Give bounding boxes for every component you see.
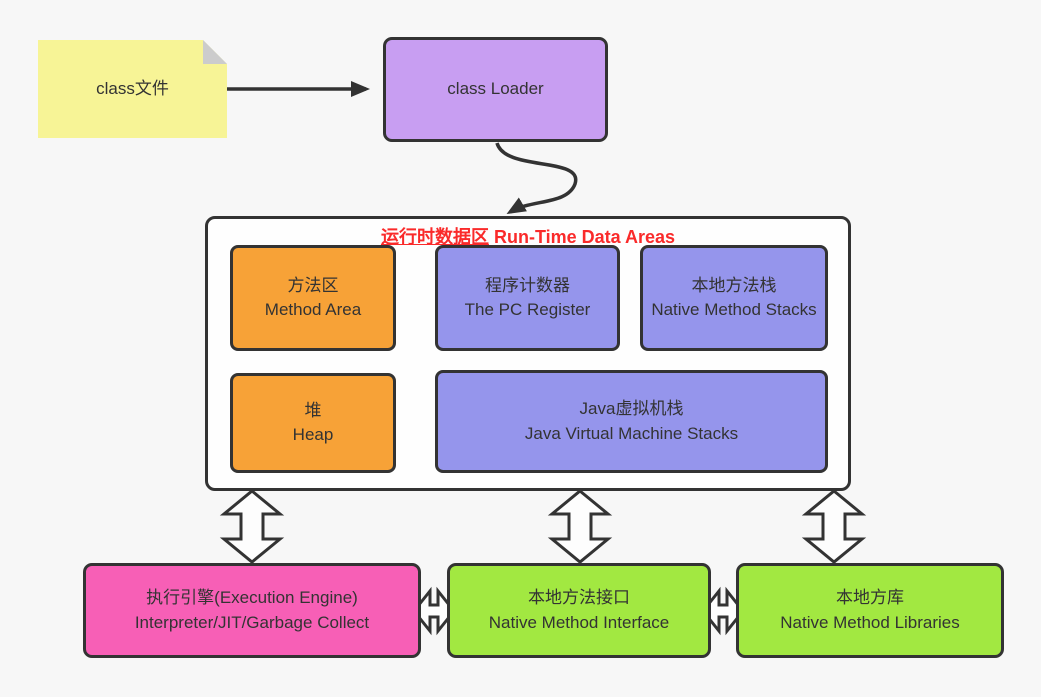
class-file-label: class文件 <box>96 78 169 98</box>
pc-register-node: 程序计数器 The PC Register <box>435 245 620 351</box>
execution-engine-node: 执行引擎(Execution Engine) Interpreter/JIT/G… <box>83 563 421 658</box>
jvm-stacks-label: Java虚拟机栈 Java Virtual Machine Stacks <box>524 399 739 443</box>
execution-engine-label: 执行引擎(Execution Engine) Interpreter/JIT/G… <box>134 588 370 632</box>
runtime-interface-double-arrow-icon <box>547 489 613 564</box>
class-loader-label: class Loader <box>447 79 544 99</box>
method-area-label: 方法区 Method Area <box>264 275 362 319</box>
pc-register-label: 程序计数器 The PC Register <box>464 275 591 319</box>
method-area-node: 方法区 Method Area <box>230 245 396 351</box>
loader-to-runtime-curved-arrow-icon <box>495 142 578 215</box>
jvm-stacks-node: Java虚拟机栈 Java Virtual Machine Stacks <box>435 370 828 473</box>
heap-label: 堆 Heap <box>292 400 334 444</box>
native-method-libraries-label: 本地方库 Native Method Libraries <box>780 588 960 632</box>
runtime-engine-double-arrow-icon <box>219 489 285 564</box>
class-loader-node: class Loader <box>383 37 608 142</box>
native-method-interface-label: 本地方法接口 Native Method Interface <box>488 588 670 632</box>
native-method-stacks-label: 本地方法栈 Native Method Stacks <box>651 275 817 319</box>
native-method-libraries-node: 本地方库 Native Method Libraries <box>736 563 1004 658</box>
native-method-interface-node: 本地方法接口 Native Method Interface <box>447 563 711 658</box>
class-file-note: class文件 <box>38 40 227 138</box>
runtime-title-chinese: 运行时数据区 <box>380 227 489 247</box>
native-method-stacks-node: 本地方法栈 Native Method Stacks <box>640 245 828 351</box>
runtime-libraries-double-arrow-icon <box>801 489 867 564</box>
runtime-title-english: Run-Time Data Areas <box>493 227 676 247</box>
heap-node: 堆 Heap <box>230 373 396 473</box>
